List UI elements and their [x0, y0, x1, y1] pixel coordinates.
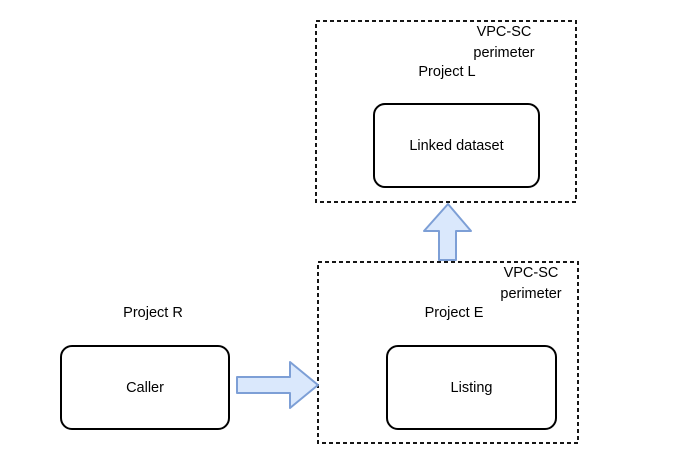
up-arrow-icon [423, 203, 472, 261]
project-l-label: Project L [418, 64, 476, 80]
top-perimeter-label: VPC-SC perimeter [433, 22, 575, 64]
caller-node: Caller [60, 345, 230, 430]
bottom-perimeter-label: VPC-SC perimeter [460, 263, 602, 305]
bottom-perimeter-label-line1: VPC-SC [503, 265, 559, 281]
project-e-label: Project E [424, 305, 484, 321]
top-perimeter-label-line1: VPC-SC [476, 24, 532, 40]
project-r-label: Project R [123, 305, 183, 321]
listing-node-label: Listing [450, 379, 493, 396]
linked-dataset-node: Linked dataset [373, 103, 540, 188]
bottom-perimeter-label-line2: perimeter [500, 286, 562, 302]
top-perimeter-label-line2: perimeter [473, 45, 535, 61]
linked-dataset-node-label: Linked dataset [409, 137, 504, 154]
caller-node-label: Caller [126, 379, 164, 396]
listing-node: Listing [386, 345, 557, 430]
right-arrow-icon [236, 361, 319, 409]
bottom-perimeter-border [317, 261, 579, 444]
top-perimeter-border [315, 20, 577, 203]
